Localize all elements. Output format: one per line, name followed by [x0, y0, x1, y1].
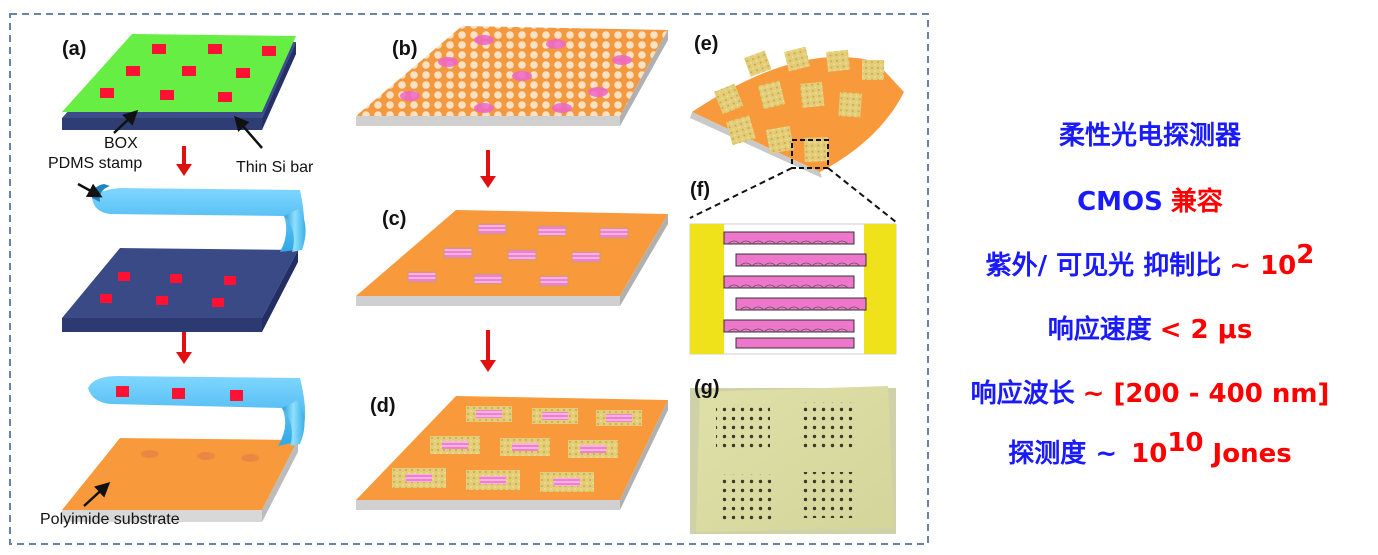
panel-label-a: (a): [62, 38, 86, 60]
summary-cmos-line: CMOS 兼容: [1077, 186, 1223, 217]
si-bar-pointer-arrow: [234, 115, 263, 149]
box-pointer-arrow: [113, 109, 139, 134]
box-label: BOX: [104, 135, 138, 152]
panel-e: (e): [689, 33, 904, 223]
box-layer: [62, 34, 296, 112]
wavelength-value: ~ [200 - 400 nm]: [1083, 379, 1330, 409]
summary-speed-line: 响应速度 < 2 μs: [1048, 314, 1253, 345]
pdms-stamp: [92, 188, 305, 252]
device-arrays: [716, 402, 856, 520]
polyimide-pointer-arrow: [83, 481, 111, 507]
zoom-box: [791, 139, 829, 169]
cmos-text: CMOS: [1077, 187, 1163, 217]
rejection-label: 紫外/ 可见光 抑制比: [986, 251, 1222, 281]
detectivity-label: 探测度 ~: [1008, 438, 1117, 469]
summary-block: 柔性光电探测器 CMOS 兼容 紫外/ 可见光 抑制比~ 102 响应速度 < 2 …: [971, 121, 1330, 469]
panel-label-b: (b): [392, 38, 418, 60]
summary-rejection-line: 紫外/ 可见光 抑制比~ 102: [986, 240, 1315, 281]
rejection-exponent: 2: [1296, 240, 1314, 270]
bent-electrodes: [714, 46, 884, 162]
left-electrode: [690, 224, 724, 354]
stamp-release: [62, 376, 306, 522]
dashed-frame: [9, 13, 929, 545]
si-bars-remaining: [100, 272, 236, 307]
pdms-pointer-arrow: [77, 182, 103, 198]
panel-g: (g): [690, 372, 896, 534]
thin-si-bar-label: Thin Si bar: [236, 159, 314, 176]
panel-c: (c): [356, 208, 668, 306]
zoom-line-right: [827, 167, 897, 223]
speed-label: 响应速度: [1048, 314, 1152, 345]
si-bars: [100, 44, 276, 102]
soi-wafer: [62, 34, 296, 130]
panel-label-d: (d): [370, 395, 396, 417]
stamp-pickup: [62, 184, 306, 332]
panel-label-c: (c): [382, 208, 406, 230]
compatible-text: 兼容: [1171, 186, 1223, 217]
rejection-value: ~ 10: [1229, 251, 1296, 281]
zoom-line-left: [689, 167, 793, 219]
patterned-si-bars: [407, 223, 629, 287]
panel-label-g: (g): [694, 377, 720, 399]
detectivity-unit: Jones: [1204, 439, 1292, 469]
pdms-stamp-loaded: [88, 376, 306, 446]
hex-mesh-lines: [727, 240, 861, 333]
speed-value: < 2 μs: [1160, 315, 1253, 345]
panel-b: (b): [356, 26, 668, 126]
bent-flexible-device: [692, 56, 904, 173]
right-electrode: [864, 224, 896, 354]
pdms-stamp-label: PDMS stamp: [48, 155, 142, 172]
process-arrow-cd: [480, 330, 496, 372]
panel-label-e: (e): [694, 33, 718, 55]
polyimide-substrate: [62, 438, 298, 510]
summary-title: 柔性光电探测器: [1059, 121, 1242, 151]
panel-d: (d): [356, 395, 668, 510]
pink-regions: [400, 35, 632, 113]
detectivity-base: 10: [1131, 439, 1167, 469]
polyimide-label: Polyimide substrate: [40, 511, 180, 528]
si-bars-on-stamp: [116, 386, 243, 401]
detectivity-exponent: 10: [1167, 428, 1203, 458]
summary-detectivity-line: 探测度 ~ 1010 Jones: [1008, 428, 1291, 469]
panel-a: (a) BOX Thin Si bar PDMS stamp: [40, 34, 314, 528]
panel-label-f: (f): [690, 179, 710, 201]
summary-wavelength-line: 响应波长~ [200 - 400 nm]: [971, 378, 1330, 409]
process-arrow-bc: [480, 150, 496, 188]
devices-with-electrodes: [392, 406, 642, 492]
wavelength-label: 响应波长: [971, 378, 1076, 409]
process-arrow-a1: [176, 146, 192, 176]
panel-f: (f): [689, 179, 897, 355]
process-arrow-a2: [176, 332, 192, 364]
